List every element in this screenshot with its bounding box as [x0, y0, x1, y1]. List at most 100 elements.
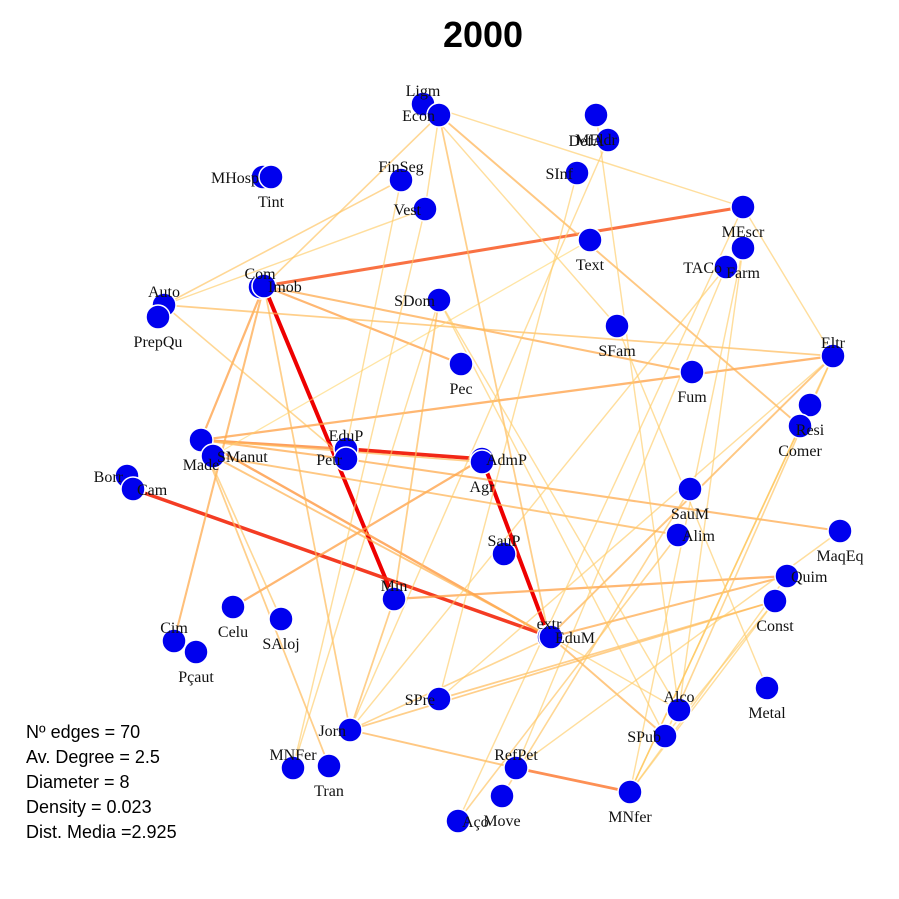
node-label-SPub: SPub: [627, 729, 661, 746]
node-Cam[interactable]: [120, 476, 146, 502]
node-Min[interactable]: [381, 586, 407, 612]
node-SauP[interactable]: [491, 541, 517, 567]
edge-Made-Petr: [200, 438, 347, 461]
node-label-Aco: Aço: [462, 814, 489, 831]
node-label-EduP: EduP: [329, 428, 364, 445]
node-label-Cim: Cim: [160, 620, 188, 637]
node-label-SManut: SManut: [217, 449, 268, 466]
node-SInf[interactable]: [564, 160, 590, 186]
node-SFam[interactable]: [604, 313, 630, 339]
edge-Imob-MEscr: [263, 205, 744, 288]
edge-Jorn-Min: [349, 598, 395, 731]
node-Resi[interactable]: [797, 392, 823, 418]
edge-Auto-FinSeg: [163, 179, 402, 306]
node-SManut[interactable]: [200, 443, 226, 469]
stat-density: Density = 0.023: [26, 797, 152, 817]
node-Tran[interactable]: [316, 753, 342, 779]
node-label-SDom: SDom: [394, 293, 435, 310]
node-MNFer[interactable]: [280, 755, 306, 781]
edge-Econ-extr: [438, 114, 550, 638]
node-Econ[interactable]: [426, 102, 452, 128]
node-label-Tran: Tran: [314, 783, 344, 800]
node-MNfer[interactable]: [617, 779, 643, 805]
node-Eltr[interactable]: [820, 343, 846, 369]
node-SPre[interactable]: [426, 686, 452, 712]
edge-EduM-Jorn: [349, 636, 552, 731]
network-stats: Nº edges = 70 Av. Degree = 2.5 Diameter …: [26, 720, 177, 845]
node-Metal[interactable]: [754, 675, 780, 701]
node-Agr[interactable]: [469, 449, 495, 475]
node-SAloj[interactable]: [268, 606, 294, 632]
node-Pec[interactable]: [448, 351, 474, 377]
node-EduM[interactable]: [538, 624, 564, 650]
node-Vest[interactable]: [412, 196, 438, 222]
node-label-Resi: Resi: [796, 422, 825, 439]
node-label-Fum: Fum: [677, 389, 707, 406]
node-Fum[interactable]: [679, 359, 705, 385]
edge-Eltr-SPre: [438, 355, 834, 700]
node-Comer[interactable]: [787, 413, 813, 439]
node-label-SInf: SInf: [545, 166, 573, 183]
node-Move[interactable]: [489, 783, 515, 809]
edge-Min-SDom: [393, 299, 440, 600]
node-Tint[interactable]: [258, 164, 284, 190]
node-DefA[interactable]: [595, 127, 621, 153]
node-label-SauM: SauM: [671, 506, 709, 523]
edge-Quim-MNfer: [629, 575, 788, 793]
node-SPub[interactable]: [652, 723, 678, 749]
edge-Jorn-Imob: [263, 285, 351, 731]
node-label-Alim: Alim: [682, 528, 715, 545]
node-label-extr: extr: [537, 616, 563, 633]
node-label-Move: Move: [483, 813, 520, 830]
edge-SManut-EduM: [212, 455, 552, 638]
node-Cim[interactable]: [161, 628, 187, 654]
edge-EduM-SPub: [550, 636, 666, 737]
node-label-Jorn: Jorn: [318, 723, 346, 740]
node-Petr[interactable]: [333, 446, 359, 472]
node-label-Const: Const: [756, 618, 794, 635]
edge-Farm-MNfer: [629, 247, 744, 793]
edge-MEldr-Alco: [595, 114, 680, 711]
node-label-AdmP: AdmP: [486, 452, 527, 469]
node-Imob[interactable]: [251, 273, 277, 299]
node-MaqEq[interactable]: [827, 518, 853, 544]
node-label-Borr: Borr: [94, 469, 124, 486]
node-MEscr[interactable]: [730, 194, 756, 220]
node-Text[interactable]: [577, 227, 603, 253]
edge-AdmP-extr: [480, 458, 551, 638]
node-Alco[interactable]: [666, 697, 692, 723]
node-label-RefPet: RefPet: [494, 747, 538, 764]
node-label-Econ: Econ: [402, 108, 435, 125]
edge-TACo-Jorn: [349, 266, 727, 731]
node-SDom[interactable]: [426, 287, 452, 313]
edge-SManut-Alim: [212, 455, 679, 536]
node-label-Vest: Vest: [393, 202, 421, 219]
node-RefPet[interactable]: [503, 755, 529, 781]
node-Pcaut[interactable]: [183, 639, 209, 665]
node-Celu[interactable]: [220, 594, 246, 620]
node-PrepQu[interactable]: [145, 304, 171, 330]
edge-Const-MNfer: [629, 600, 776, 793]
node-Farm[interactable]: [730, 235, 756, 261]
node-label-DefA: DefA: [568, 133, 604, 150]
edge-Vest-MNFer: [292, 208, 426, 769]
node-label-Alco: Alco: [663, 689, 694, 706]
node-label-Min: Min: [381, 578, 408, 595]
node-label-MaqEq: MaqEq: [816, 548, 863, 565]
edge-FinSeg-EduP: [345, 179, 402, 450]
node-Const[interactable]: [762, 588, 788, 614]
node-label-Agr: Agr: [470, 479, 496, 496]
node-label-Cam: Cam: [137, 482, 168, 499]
edge-Imob-Pec: [263, 284, 462, 366]
node-SauM[interactable]: [677, 476, 703, 502]
node-Quim[interactable]: [774, 563, 800, 589]
node-Alim[interactable]: [665, 522, 691, 548]
node-FinSeg[interactable]: [388, 167, 414, 193]
node-TACo[interactable]: [713, 254, 739, 280]
edge-MEscr-Aco: [457, 206, 744, 822]
node-Aco[interactable]: [445, 808, 471, 834]
edge-RefPet-MNfer: [515, 766, 631, 794]
edge-Text-SManut: [212, 239, 591, 457]
node-Jorn[interactable]: [337, 717, 363, 743]
node-MEldr[interactable]: [583, 102, 609, 128]
